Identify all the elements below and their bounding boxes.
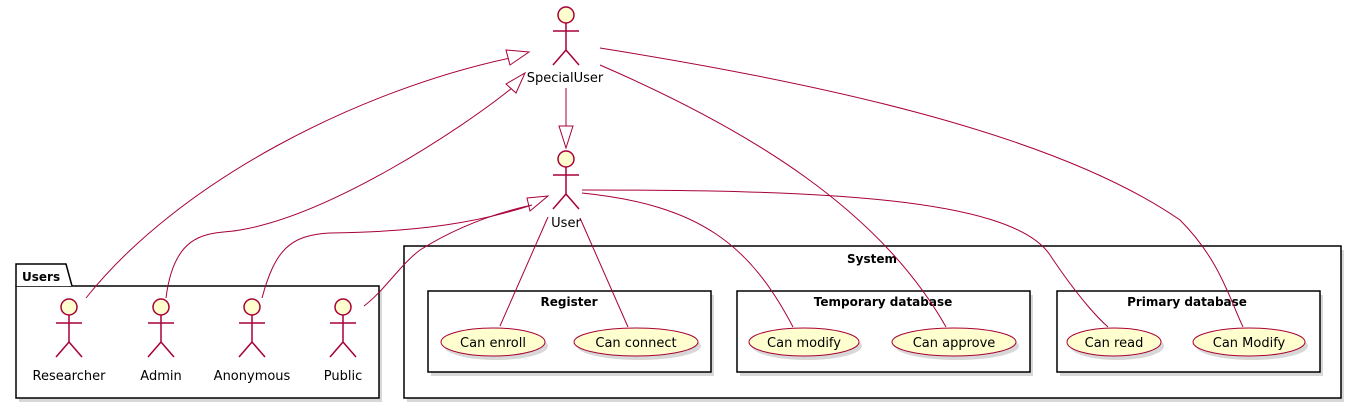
anonymous-actor: Anonymous bbox=[214, 298, 291, 384]
users-package-title: Users bbox=[22, 270, 60, 284]
special-user-actor: SpecialUser bbox=[527, 6, 604, 86]
public-label: Public bbox=[324, 369, 362, 384]
register-package-title: Register bbox=[540, 295, 597, 309]
generalization-arrow-researcher bbox=[505, 49, 531, 66]
can-enroll-label: Can enroll bbox=[460, 336, 526, 351]
special-user-to-can-modify-primary-line bbox=[599, 47, 1244, 328]
use-case-can-connect: Can connect bbox=[573, 327, 701, 360]
primary-database-package-title: Primary database bbox=[1127, 295, 1247, 309]
researcher-actor: Researcher bbox=[33, 298, 107, 384]
can-read-label: Can read bbox=[1085, 336, 1144, 351]
public-actor: Public bbox=[324, 298, 362, 384]
user-actor: User bbox=[551, 150, 581, 231]
admin-to-special-user-line bbox=[165, 87, 513, 299]
generalization-arrow-anonymous bbox=[526, 195, 550, 212]
researcher-to-special-user-line bbox=[85, 57, 511, 299]
generalization-arrow-admin bbox=[505, 71, 527, 94]
user-to-can-enroll-line bbox=[499, 216, 549, 327]
can-approve-label: Can approve bbox=[913, 336, 996, 351]
use-case-can-approve: Can approve bbox=[891, 327, 1019, 360]
use-case-can-modify-temporary: Can modify bbox=[748, 327, 862, 360]
connectors bbox=[85, 47, 1244, 328]
special-user-label: SpecialUser bbox=[527, 71, 604, 86]
can-connect-label: Can connect bbox=[595, 336, 676, 351]
special-user-to-can-approve-line bbox=[599, 64, 947, 328]
public-to-user-line bbox=[363, 204, 533, 307]
user-to-can-modify-line bbox=[581, 192, 794, 328]
researcher-label: Researcher bbox=[33, 369, 107, 384]
can-modify-primary-label: Can Modify bbox=[1213, 336, 1286, 351]
user-label: User bbox=[551, 216, 581, 231]
admin-actor: Admin bbox=[140, 298, 182, 384]
anonymous-label: Anonymous bbox=[214, 369, 291, 384]
generalization-arrow-user bbox=[558, 125, 574, 150]
can-modify-temporary-label: Can modify bbox=[767, 336, 841, 351]
use-case-can-enroll: Can enroll bbox=[440, 327, 548, 360]
use-case-can-modify-primary: Can Modify bbox=[1192, 327, 1308, 360]
user-to-can-read-line bbox=[581, 189, 1109, 328]
system-package-title: System bbox=[847, 252, 897, 266]
temporary-database-package-title: Temporary database bbox=[814, 295, 953, 309]
admin-label: Admin bbox=[140, 369, 181, 384]
use-case-can-read: Can read bbox=[1066, 327, 1164, 360]
user-to-can-connect-line bbox=[579, 217, 629, 328]
